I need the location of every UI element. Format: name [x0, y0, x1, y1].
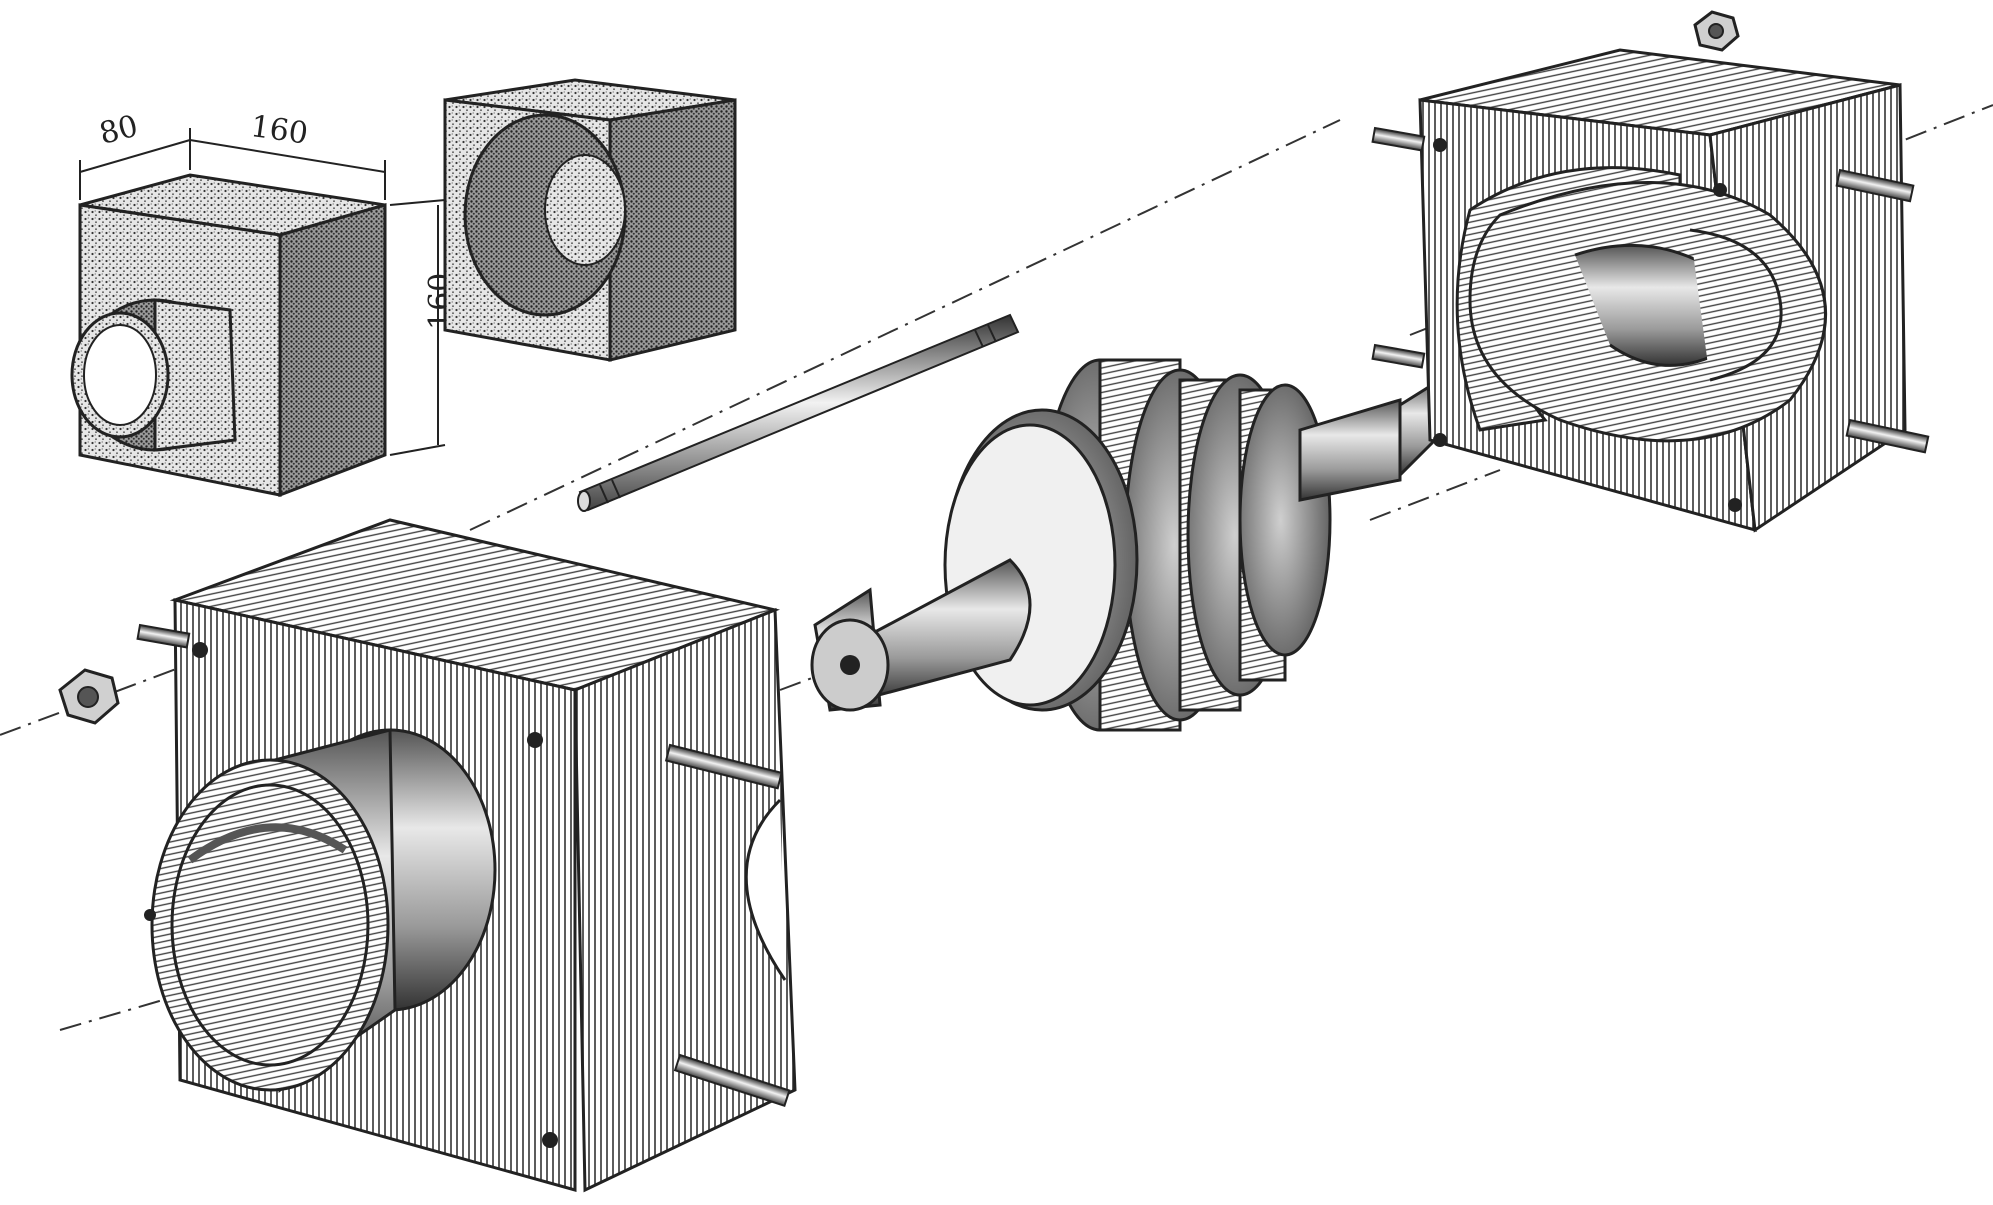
dimension-length-label: 160 [248, 109, 310, 152]
hollow-block [443, 78, 737, 362]
dimension-annotations: 80 160 160 [79, 109, 458, 456]
threaded-rod [577, 313, 1020, 512]
front-mold-half [144, 518, 797, 1193]
hex-nut-rear [1693, 10, 1740, 52]
stepped-pattern-core [810, 358, 1442, 732]
front-pins [136, 623, 791, 1108]
hex-nut-front [58, 668, 120, 725]
rear-pins [1371, 126, 1930, 454]
solid-block-with-sleeve [70, 173, 387, 498]
dimension-width-label: 80 [96, 109, 142, 152]
rear-mold-half [1418, 48, 1907, 533]
